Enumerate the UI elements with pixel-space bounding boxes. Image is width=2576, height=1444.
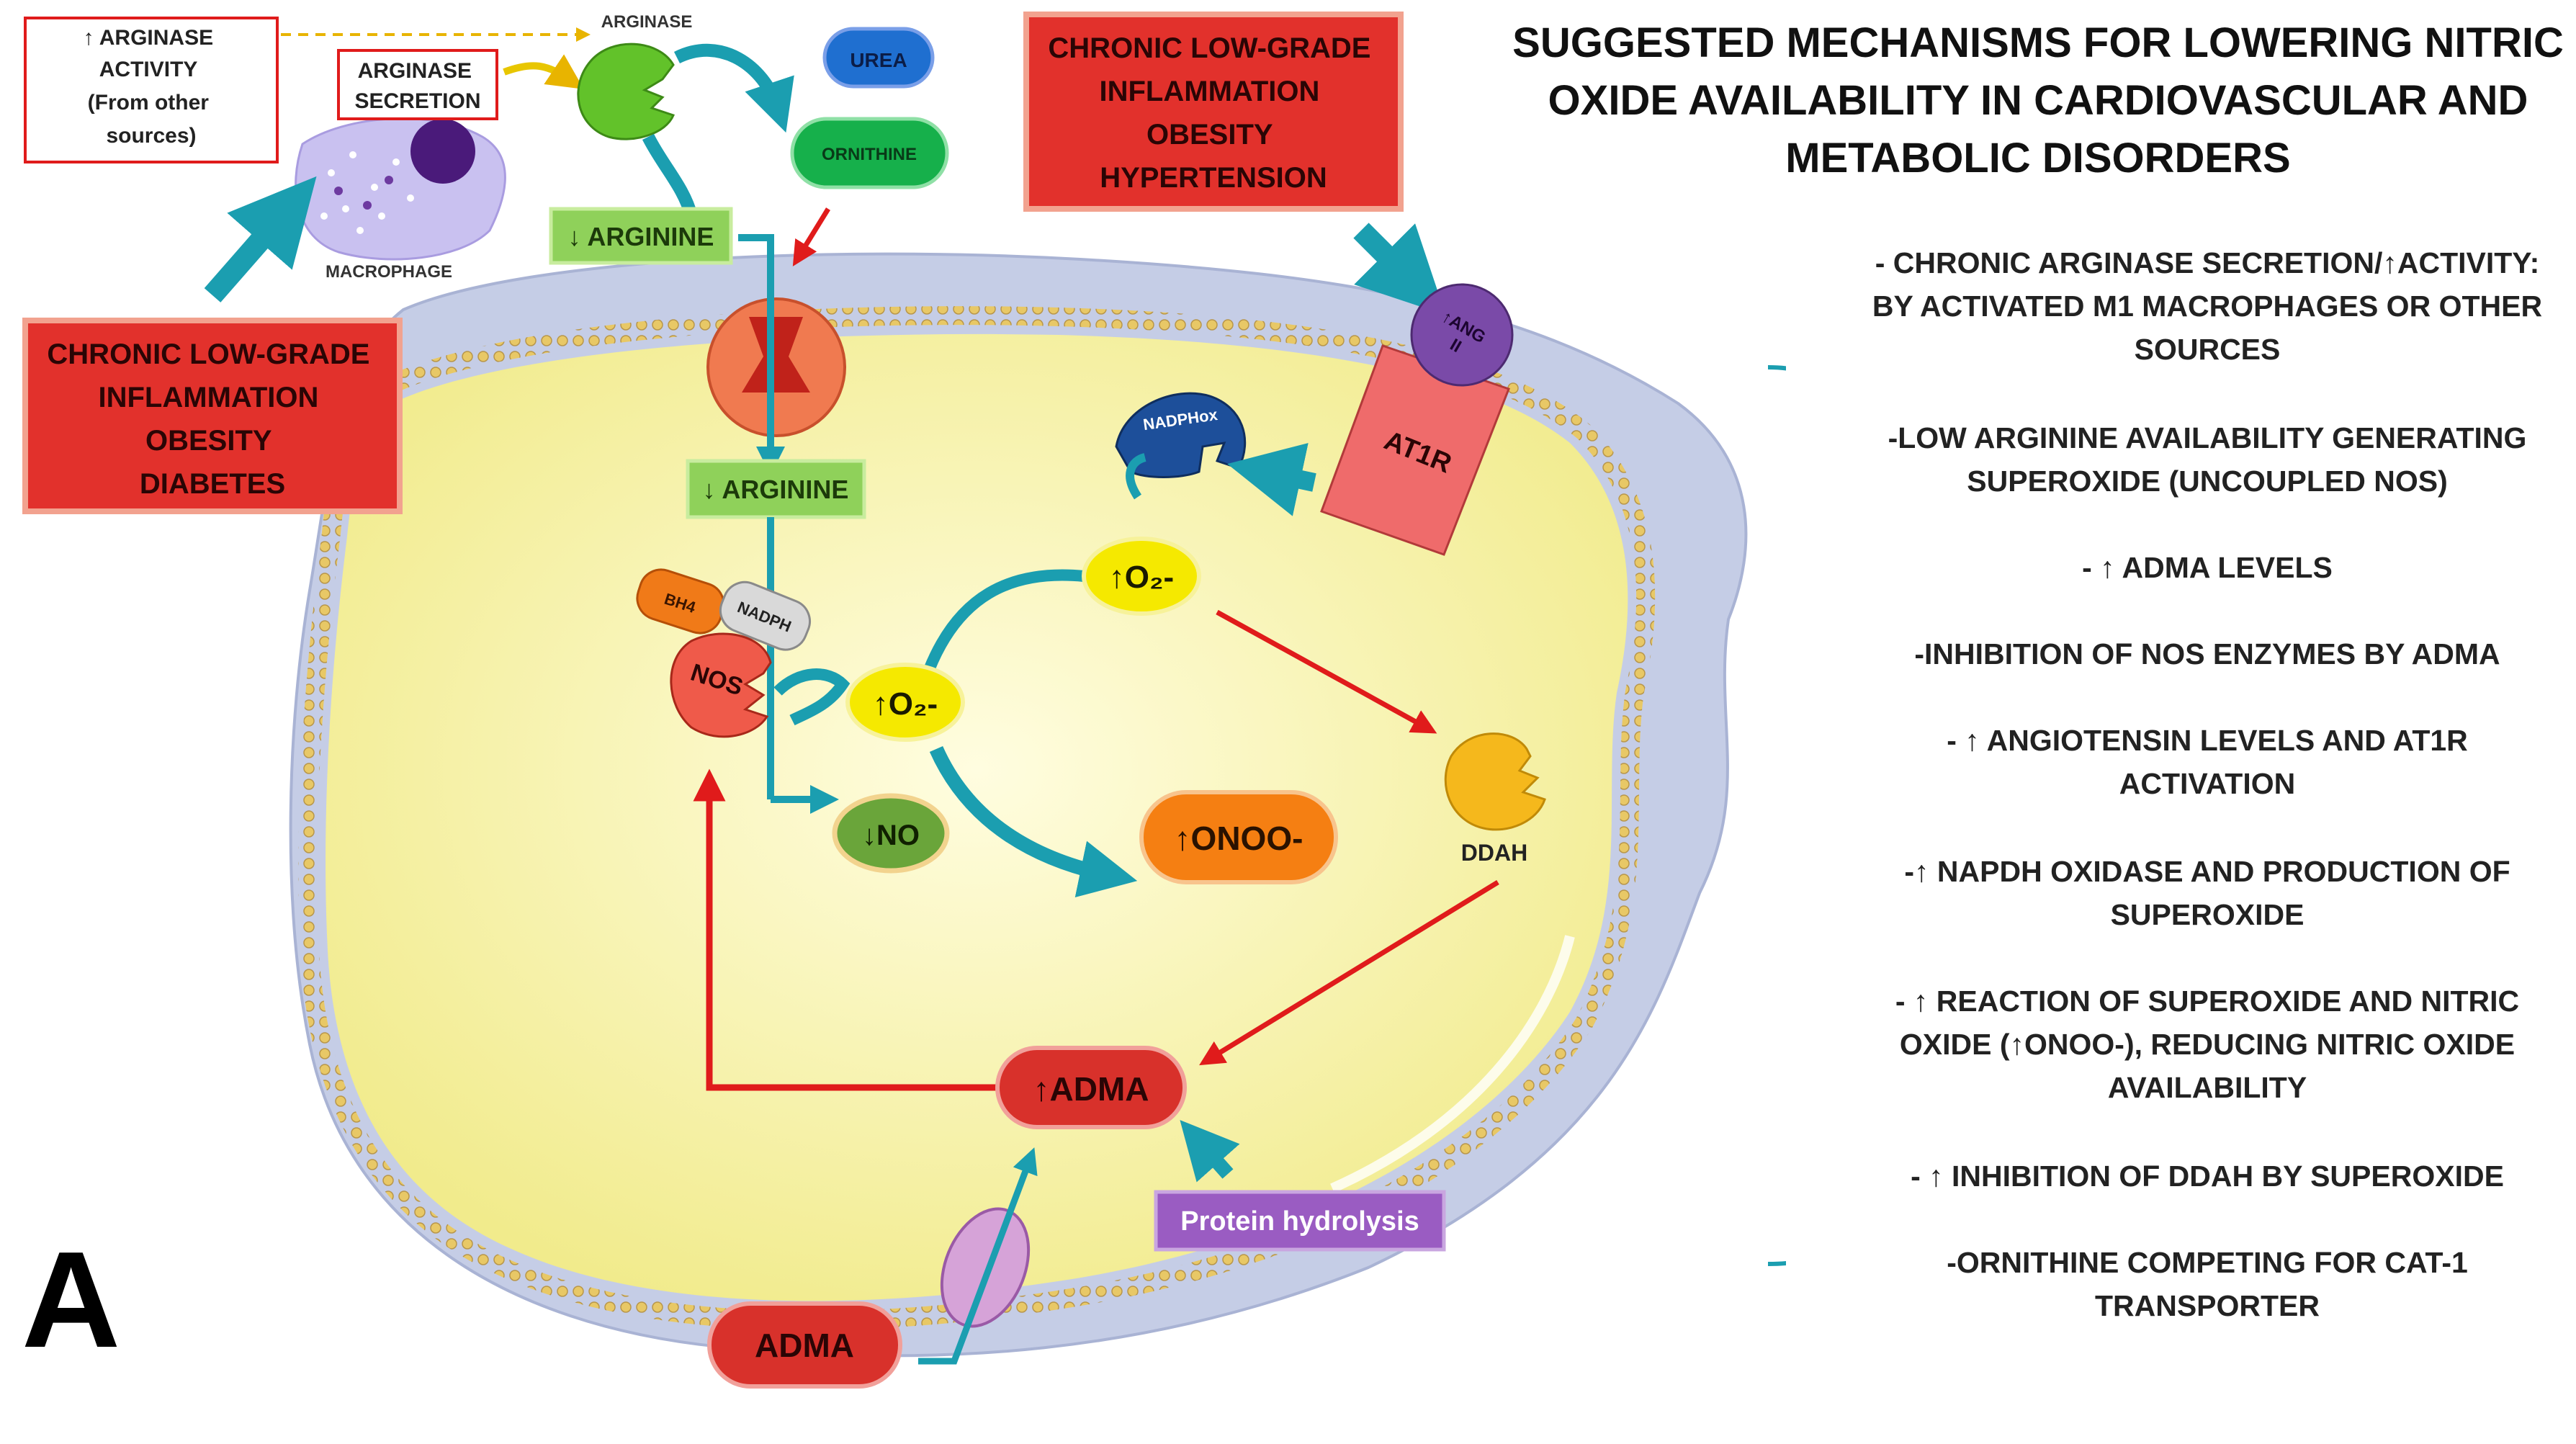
arginase-secretion-box: [337, 49, 498, 120]
condition-left-line: DIABETES: [140, 468, 285, 500]
mechanism-line: -↑ NAPDH OXIDASE AND PRODUCTION OF: [1904, 855, 2510, 888]
arginase-activity-line: (From other: [88, 91, 210, 115]
no-pill: [832, 793, 950, 874]
arginase-activity-box: [24, 17, 279, 163]
ddah-enzyme: [1444, 732, 1546, 831]
svg-text:ARGINASE SECRETION: ARGINASE SECRETION: [354, 59, 480, 113]
o2-lower-label: ↑O₂-: [873, 686, 938, 722]
mechanism-item: - ↑ ADMA LEVELS: [1851, 546, 2564, 589]
mechanism-item: -INHIBITION OF NOS ENZYMES BY ADMA: [1851, 632, 2564, 676]
mechanism-line: BY ACTIVATED M1 MACROPHAGES OR OTHER: [1872, 290, 2543, 323]
condition-top-line: OBESITY: [1146, 119, 1273, 151]
arginine-outside-label: ↓ ARGININE: [568, 222, 714, 251]
panel-letter: A: [22, 1224, 121, 1376]
macrophage-cell: [295, 117, 506, 261]
mechanism-line: -INHIBITION OF NOS ENZYMES BY ADMA: [1914, 637, 2500, 671]
arginase-secretion-line: ARGINASE: [358, 59, 472, 83]
arginase-activity-line: ↑ ARGINASE: [84, 26, 214, 50]
condition-top-line: CHRONIC LOW-GRADE: [1048, 32, 1370, 64]
mechanism-line: -ORNITHINE COMPETING FOR CAT-1: [1947, 1246, 2468, 1279]
nadph-pill: [719, 580, 811, 651]
condition-left-line: INFLAMMATION: [99, 382, 319, 413]
protein-hydrolysis-box: [1154, 1190, 1446, 1252]
protein-hydrolysis-label: Protein hydrolysis: [1180, 1206, 1419, 1237]
mechanisms-bracket: [1767, 365, 1786, 1266]
arginase-activity-line: ACTIVITY: [99, 58, 198, 81]
arginine-inside-label: ↓ ARGININE: [703, 475, 849, 504]
svg-text:↑ ARGINASE ACTIVITY (F: ↑ ARGINASE ACTIVITY (From other sources): [84, 26, 220, 148]
mechanism-diagram: ↑ ARGINASE ACTIVITY (From other sources)…: [22, 12, 1786, 1389]
adma-inside-label: ↑ADMA: [1033, 1070, 1149, 1108]
condition-left-line: OBESITY: [145, 425, 272, 457]
arginine-outside-box: [549, 207, 733, 265]
ornithine-pill: [790, 117, 949, 189]
mechanism-item: - ↑ ANGIOTENSIN LEVELS AND AT1R ACTIVATI…: [1851, 719, 2564, 805]
arginase-label: ARGINASE: [601, 12, 693, 32]
adma-outside-pill: [707, 1301, 902, 1389]
ornithine-label: ORNITHINE: [822, 145, 917, 164]
mechanism-line: OXIDE (↑ONOO-), REDUCING NITRIC OXIDE: [1899, 1028, 2516, 1061]
nos-enzyme: [670, 632, 772, 738]
condition-box-left: [22, 318, 403, 514]
adma-outside-label: ADMA: [755, 1327, 854, 1364]
condition-top-line: HYPERTENSION: [1100, 162, 1327, 194]
arginase-enzyme: [577, 42, 675, 140]
mechanism-item: - ↑ REACTION OF SUPEROXIDE AND NITRIC OX…: [1851, 979, 2564, 1109]
title-line: METABOLIC DISORDERS: [1785, 135, 2291, 181]
condition-box-top: [1023, 12, 1404, 212]
macrophage-nucleus: [410, 119, 475, 184]
title-line: SUGGESTED MECHANISMS FOR LOWERING NITRIC: [1512, 19, 2564, 66]
onoo-label: ↑ONOO-: [1175, 820, 1303, 857]
ddah-label: DDAH: [1461, 840, 1527, 866]
cell-membrane: [298, 306, 1656, 1330]
urea-pill: [822, 27, 935, 89]
o2-lower: [845, 663, 965, 742]
mechanism-line: SUPEROXIDE (UNCOUPLED NOS): [1967, 465, 2448, 498]
figure-title: SUGGESTED MECHANISMS FOR LOWERING NITRIC…: [1505, 14, 2571, 187]
mechanism-line: AVAILABILITY: [2107, 1071, 2307, 1104]
no-label: ↓NO: [862, 820, 920, 851]
condition-left-line: CHRONIC LOW-GRADE: [47, 338, 369, 370]
o2-upper-label: ↑O₂-: [1109, 560, 1174, 595]
mechanism-line: - CHRONIC ARGINASE SECRETION/↑ACTIVITY:: [1875, 246, 2540, 279]
arginine-inside-box: [686, 459, 866, 519]
mechanism-item: -LOW ARGININE AVAILABILITY GENERATING SU…: [1851, 416, 2564, 503]
mechanism-item: - ↑ INHIBITION OF DDAH BY SUPEROXIDE: [1851, 1154, 2564, 1198]
nadphox-enzyme: [1115, 392, 1247, 478]
mechanism-line: ACTIVATION: [2119, 767, 2296, 800]
arginase-activity-line: sources): [106, 124, 196, 148]
mechanism-item: -↑ NAPDH OXIDASE AND PRODUCTION OF SUPER…: [1851, 850, 2564, 936]
svg-text:CHRONIC LOW-GRADE INFLAMMA: CHRONIC LOW-GRADE INFLAMMATION OBESITY D…: [47, 338, 377, 500]
adma-inside-pill: [995, 1046, 1187, 1129]
mechanism-line: TRANSPORTER: [2094, 1289, 2320, 1322]
onoo-pill: [1139, 790, 1338, 884]
macrophage-label: MACROPHAGE: [326, 262, 452, 282]
mechanism-line: SOURCES: [2134, 333, 2281, 366]
condition-top-line: INFLAMMATION: [1100, 76, 1320, 107]
mechanism-line: -LOW ARGININE AVAILABILITY GENERATING: [1888, 421, 2527, 454]
mechanism-item: -ORNITHINE COMPETING FOR CAT-1 TRANSPORT…: [1851, 1241, 2564, 1327]
mechanism-item: - CHRONIC ARGINASE SECRETION/↑ACTIVITY: …: [1851, 241, 2564, 371]
mechanism-line: SUPEROXIDE: [2110, 898, 2305, 931]
mechanism-line: - ↑ ANGIOTENSIN LEVELS AND AT1R: [1947, 724, 2468, 757]
mechanism-line: - ↑ INHIBITION OF DDAH BY SUPEROXIDE: [1911, 1160, 2504, 1193]
mechanism-line: - ↑ ADMA LEVELS: [2082, 551, 2333, 584]
mechanism-line: - ↑ REACTION OF SUPEROXIDE AND NITRIC: [1895, 985, 2520, 1018]
o2-upper: [1082, 537, 1201, 616]
arginase-secretion-line: SECRETION: [354, 89, 480, 113]
title-line: OXIDE AVAILABILITY IN CARDIOVASCULAR AND: [1548, 77, 2528, 124]
urea-label: UREA: [850, 49, 907, 71]
angiotensin-ii: [1410, 283, 1514, 387]
svg-text:CHRONIC LOW-GRADE INFLAMMA: CHRONIC LOW-GRADE INFLAMMATION OBESITY H…: [1048, 32, 1378, 194]
